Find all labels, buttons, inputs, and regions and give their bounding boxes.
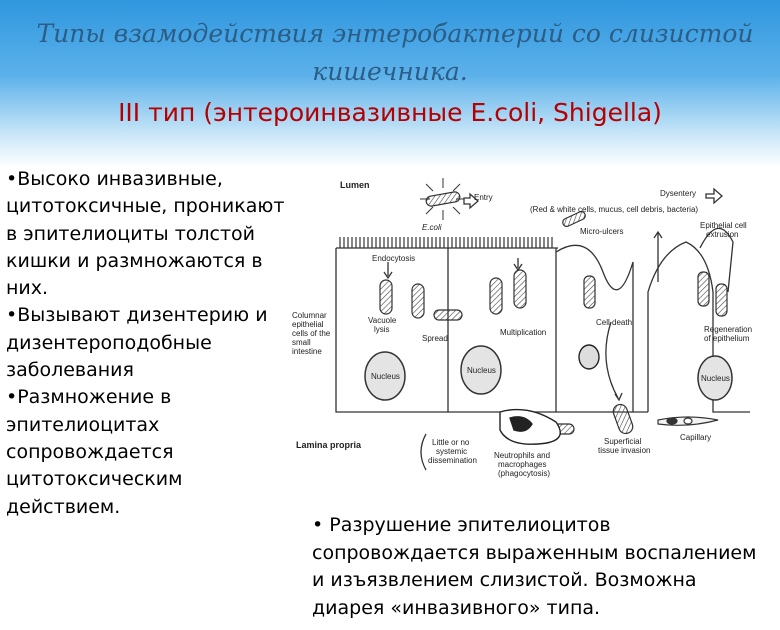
superficial-label-2: tissue invasion <box>598 446 650 455</box>
invasion-diagram: Nucleus Nucleus Nucleus <box>292 178 752 478</box>
epithelial-cells <box>335 227 750 413</box>
nucleus-label: Nucleus <box>371 372 400 381</box>
nucleus-label: Nucleus <box>467 366 496 375</box>
columnar-label-1: Columnar <box>292 311 327 320</box>
systemic-note-1: Little or no <box>432 438 470 447</box>
endocytosis-label: Endocytosis <box>372 254 415 263</box>
bacteria <box>379 191 728 435</box>
title-banner <box>0 0 780 168</box>
entry-burst-icon <box>420 178 466 220</box>
nuclei <box>364 345 733 401</box>
entry-label: Entry <box>474 193 493 202</box>
ecoli-label: E.coli <box>422 223 442 232</box>
dysentery-note: (Red & white cells, mucus, cell debris, … <box>530 205 698 214</box>
capillary-label: Capillary <box>680 433 711 442</box>
superficial-label-1: Superficial <box>604 437 642 446</box>
systemic-note-3: dissemination <box>428 456 477 465</box>
columnar-label-2: epithelial <box>292 320 324 329</box>
extrusion-label-1: Epithelial cell <box>700 221 747 230</box>
slide-title-line-1: Типы взамодействия энтеробактерий со сли… <box>36 19 754 48</box>
capillary <box>657 416 719 426</box>
columnar-label-5: intestine <box>292 347 322 356</box>
columnar-label-3: cells of the <box>292 329 331 338</box>
vacuole-lysis-label-2: lysis <box>374 325 390 334</box>
columnar-label-4: small <box>292 338 311 347</box>
nucleus-label: Nucleus <box>701 374 730 383</box>
neutrophils-label-1: Neutrophils and <box>494 451 550 460</box>
macrophage-cells <box>499 344 600 445</box>
lumen-label: Lumen <box>340 180 370 190</box>
neutrophils-label-2: macrophages <box>498 460 546 469</box>
slide-subtitle: III тип (энтероинвазивные E.coli, Shigel… <box>118 98 662 127</box>
multiplication-label: Multiplication <box>500 328 546 337</box>
brush-border <box>339 237 553 248</box>
bracket <box>420 433 427 471</box>
slide-title-line-2: кишечника. <box>312 57 468 86</box>
cell-death-label: Cell death <box>596 318 632 327</box>
bottom-bullet-text: • Разрушение эпителиоцитов сопровождаетс… <box>312 514 757 619</box>
lamina-propria-label: Lamina propria <box>296 440 362 450</box>
regeneration-label-1: Regeneration <box>704 325 752 334</box>
regeneration-label-2: of epithelium <box>704 334 750 343</box>
nucleus-labels: Nucleus Nucleus Nucleus <box>371 366 730 383</box>
systemic-note-2: systemic <box>436 447 467 456</box>
left-bullet-text: •Высоко инвазивные, цитотоксичные, прони… <box>6 168 285 518</box>
spread-label: Spread <box>422 334 448 343</box>
extrusion-label-2: extrusion <box>706 230 738 239</box>
micro-ulcers-label: Micro-ulcers <box>580 227 624 236</box>
vacuole-lysis-label-1: Vacuole <box>368 316 397 325</box>
arrows <box>383 187 723 402</box>
dysentery-label: Dysentery <box>660 189 696 198</box>
neutrophils-label-3: (phagocytosis) <box>498 469 550 478</box>
